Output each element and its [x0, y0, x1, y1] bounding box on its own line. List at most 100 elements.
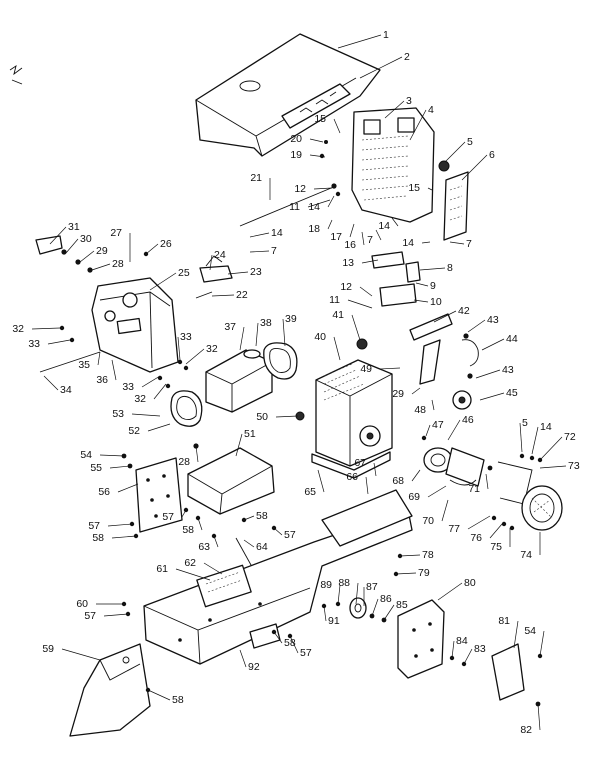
part-number-label: 28 — [112, 258, 124, 270]
part-number-label: 14 — [271, 227, 283, 239]
part-number-label: 51 — [244, 428, 256, 440]
part-number-label: 7 — [466, 238, 472, 250]
part-number-label: 24 — [214, 249, 226, 261]
part-number-label: 15 — [314, 113, 326, 125]
part-number-label: 4 — [428, 104, 434, 116]
part-number-label: 21 — [250, 172, 262, 184]
callout-leader — [65, 238, 79, 254]
battery-tray — [187, 443, 275, 515]
part-number-label: 50 — [256, 411, 268, 423]
bracket-plates — [371, 251, 421, 307]
dash-panel — [39, 277, 179, 373]
part-number-label: 48 — [414, 404, 426, 416]
callout-leader — [427, 187, 433, 191]
part-number-label: 6 — [489, 149, 495, 161]
callout-leader — [539, 436, 563, 461]
callout-leader — [333, 336, 341, 361]
callout-leader — [379, 367, 401, 370]
callout-leader — [282, 318, 286, 347]
callout-leader — [359, 56, 403, 79]
part-number-label: 85 — [396, 599, 408, 611]
callout-leader — [141, 375, 161, 388]
part-number-label: 17 — [330, 231, 342, 243]
callout-leader — [109, 465, 131, 469]
part-number-label: 7 — [271, 245, 277, 257]
starter-bracket — [409, 313, 479, 410]
callout-leader — [467, 515, 491, 530]
callout-leader — [539, 630, 545, 657]
part-number-label: 15 — [408, 182, 420, 194]
part-number-label: 7 — [367, 234, 373, 246]
callout-leader — [239, 326, 245, 351]
part-number-label: 52 — [128, 425, 140, 437]
part-number-label: 43 — [502, 364, 514, 376]
part-number-label: 29 — [96, 245, 108, 257]
part-number-label: 26 — [160, 238, 172, 250]
callout-leader — [337, 584, 341, 605]
part-number-label: 39 — [285, 313, 297, 325]
part-number-label: 33 — [122, 381, 134, 393]
callout-leader — [197, 517, 203, 531]
callout-leader — [475, 369, 501, 379]
callout-leader — [111, 359, 117, 381]
callout-leader — [149, 272, 177, 291]
callout-leader — [489, 523, 503, 539]
part-number-label: 57 — [84, 610, 96, 622]
callout-leader — [479, 392, 505, 401]
part-number-label: 58 — [172, 694, 184, 706]
callout-leader — [273, 527, 283, 536]
callout-leader — [131, 413, 161, 417]
part-number-label: 19 — [290, 149, 302, 161]
part-number-label: 49 — [360, 363, 372, 375]
callout-leader — [111, 535, 137, 539]
part-number-label: 31 — [68, 221, 80, 233]
callout-leader — [519, 422, 523, 453]
part-number-label: 54 — [80, 449, 92, 461]
callout-leader — [383, 604, 395, 621]
callout-leader — [419, 267, 446, 271]
callout-leader — [373, 462, 377, 477]
part-number-label: 29 — [392, 388, 404, 400]
scan-mark — [9, 64, 23, 85]
part-number-label: 58 — [256, 510, 268, 522]
callout-leader — [275, 415, 299, 418]
callout-leader — [147, 689, 171, 701]
part-number-label: 9 — [430, 280, 436, 292]
callout-leader — [359, 286, 373, 297]
part-number-label: 72 — [564, 431, 576, 443]
callout-leader — [539, 465, 567, 469]
part-number-label: 20 — [290, 133, 302, 145]
callout-leader — [97, 351, 101, 366]
part-number-label: 33 — [180, 331, 192, 343]
callout-leader — [421, 241, 431, 244]
part-number-label: 22 — [236, 289, 248, 301]
part-number-label: 14 — [378, 220, 390, 232]
part-number-label: 57 — [284, 529, 296, 541]
tank-strap — [263, 342, 298, 380]
hood — [195, 33, 381, 157]
callout-leader — [415, 282, 429, 287]
part-number-label: 78 — [422, 549, 434, 561]
callout-leader — [351, 314, 361, 341]
part-number-label: 47 — [432, 419, 444, 431]
callout-leader — [211, 294, 235, 297]
part-number-label: 70 — [422, 515, 434, 527]
callout-leader — [243, 515, 255, 521]
part-number-label: 25 — [178, 267, 190, 279]
callout-leader — [31, 327, 61, 330]
callout-leader — [375, 229, 382, 241]
part-number-label: 64 — [256, 541, 268, 553]
part-number-label: 54 — [524, 625, 536, 637]
callout-leader — [449, 241, 465, 245]
grille-panel — [351, 107, 450, 223]
callout-leader — [177, 336, 181, 361]
part-number-label: 23 — [250, 266, 262, 278]
callout-leader — [153, 383, 167, 400]
callout-leader — [427, 485, 447, 498]
part-number-label: 79 — [418, 567, 430, 579]
ignition-switch-parts — [35, 235, 189, 389]
part-number-label: 74 — [520, 549, 532, 561]
part-number-label: 65 — [304, 486, 316, 498]
callout-leader — [444, 141, 466, 163]
